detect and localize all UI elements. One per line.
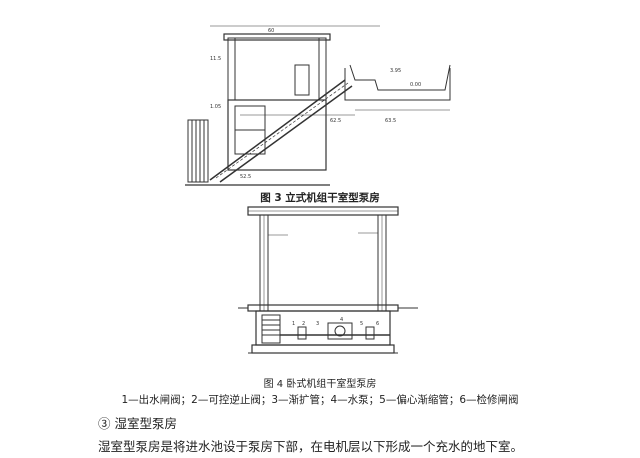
- fig4-label-6: 6: [376, 321, 379, 327]
- section-heading: ③ 湿室型泵房: [98, 416, 177, 431]
- fig3-label-8: 0.00: [410, 82, 421, 88]
- figure-3-caption: 图 3 立式机组干室型泵房: [260, 192, 380, 204]
- figure-4-drawing: 1 2 3 4 5 6: [238, 206, 418, 354]
- figure-4-caption: 图 4 卧式机组干室型泵房: [263, 379, 377, 390]
- figure-legend: 1—出水闸阀；2—可控逆止阀；3—渐扩管；4—水泵；5—偏心渐缩管；6—检修闸阀: [121, 394, 519, 406]
- fig4-pit: [255, 310, 391, 346]
- figure-3-drawing: 60 11.5 1.05 3.95 62.5 63.5 52.5 0.00: [185, 25, 451, 186]
- fig3-label-2: 11.5: [210, 56, 221, 62]
- fig3-label-6: 63.5: [385, 118, 396, 124]
- section-paragraph: 湿室型泵房是将进水池设于泵房下部，在电机层以下形成一个充水的地下室。: [98, 439, 524, 454]
- fig4-label-2: 2: [302, 321, 305, 327]
- fig4-label-3: 3: [316, 321, 319, 327]
- fig3-superstructure: [227, 37, 327, 101]
- fig3-label-7: 52.5: [240, 174, 251, 180]
- fig4-label-5: 5: [360, 321, 363, 327]
- fig3-label-1: 60: [268, 28, 274, 34]
- fig3-label-5: 62.5: [330, 118, 341, 124]
- fig3-label-3: 1.05: [210, 104, 221, 110]
- fig3-label-4: 3.95: [390, 68, 401, 74]
- fig4-label-1: 1: [292, 321, 295, 327]
- fig3-substructure: [227, 99, 327, 171]
- fig4-label-4: 4: [340, 317, 343, 323]
